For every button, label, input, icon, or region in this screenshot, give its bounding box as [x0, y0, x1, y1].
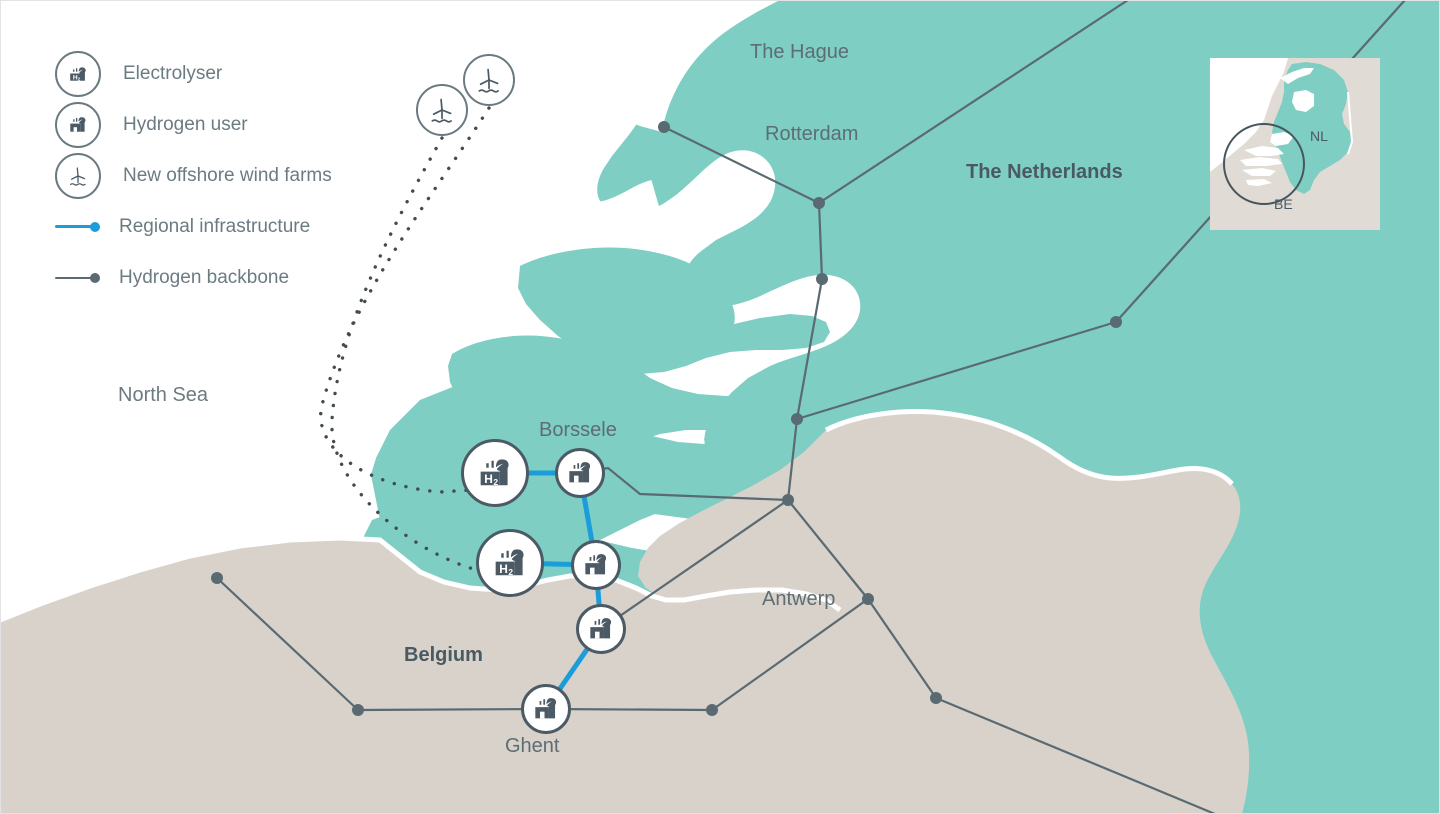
node-moerdijk	[816, 273, 828, 285]
backbone-segment-hoek-rotterdam	[662, 125, 821, 205]
backbone-segment-antwerpw-antwerp	[786, 498, 870, 601]
wind-turbine-icon	[478, 68, 500, 93]
wind-cable-south	[330, 136, 492, 574]
inset-highlight-circle	[1223, 123, 1305, 205]
backbone-segment-moerdijk-bergen	[795, 277, 824, 421]
legend-item-regional-infrastructure[interactable]: Regional infrastructure	[55, 201, 435, 252]
hydrogen-user-icon	[569, 462, 591, 483]
svg-text:H: H	[73, 74, 78, 81]
legend-label-wind-farms: New offshore wind farms	[123, 164, 332, 186]
node-hoek-van-holland	[658, 121, 670, 133]
grey-line-icon	[55, 257, 97, 299]
node-rotterdam	[813, 197, 825, 209]
hydrogen-user-icon	[585, 554, 607, 575]
marker-hydrogen-user-borssele[interactable]	[555, 448, 605, 498]
land-noord-brabant-antwerp	[638, 411, 1250, 814]
land-belgium	[0, 538, 840, 814]
electrolyser-icon: H 2	[480, 459, 509, 487]
legend-item-hydrogen-backbone[interactable]: Hydrogen backbone	[55, 252, 435, 303]
backbone-segment-antwerp-brussels	[866, 597, 938, 700]
marker-wind-farm-south[interactable]	[416, 84, 468, 136]
svg-text:2: 2	[78, 76, 81, 81]
marker-electrolyser-terneuzen[interactable]: H 2	[476, 529, 544, 597]
coast-outline-brabant	[824, 409, 1234, 486]
legend-item-hydrogen-user[interactable]: Hydrogen user	[55, 99, 435, 150]
svg-text:2: 2	[493, 477, 498, 487]
backbone-segment-bergen-brabant	[795, 320, 1118, 421]
inset-nl-belgium-coast	[1270, 132, 1294, 146]
node-brabant-east	[1110, 316, 1122, 328]
backbone-segment-brussels-se	[934, 696, 1217, 814]
inset-wadden-islands	[1280, 68, 1314, 84]
backbone-segment-ghent-ghentw	[356, 707, 548, 712]
islet-oosterschelde	[860, 272, 1003, 314]
island-goeree-overflakkee	[518, 247, 830, 374]
node-antwerp	[862, 593, 874, 605]
islet-veerse-meer-a	[634, 457, 715, 485]
legend-item-electrolyser[interactable]: H 2 Electrolyser	[55, 48, 435, 99]
offshore-wind-connections	[319, 106, 492, 574]
node-ghent-west	[352, 704, 364, 716]
inset-ijsselmeer	[1292, 90, 1314, 112]
wind-turbine-icon	[55, 152, 101, 199]
node-antwerp-west	[782, 494, 794, 506]
node-bergen-op-zoom	[791, 413, 803, 425]
node-coast-belgium	[211, 572, 223, 584]
inset-netherlands	[1272, 62, 1352, 194]
islet-veerse-meer-b	[704, 427, 792, 456]
electrolyser-icon: H 2	[55, 50, 101, 97]
marker-hydrogen-user-ghent[interactable]	[521, 684, 571, 734]
marker-hydrogen-user-zelzate[interactable]	[576, 604, 626, 654]
backbone-segment-rotterdam-moerdijk	[817, 201, 824, 281]
inset-east-border	[1347, 91, 1354, 155]
legend-label-electrolyser: Electrolyser	[123, 62, 223, 84]
hydrogen-user-icon	[535, 698, 557, 719]
hydrogen-user-icon	[590, 618, 612, 639]
wind-cable-north	[319, 106, 491, 494]
wind-turbine-icon	[431, 98, 453, 123]
svg-text:2: 2	[508, 567, 513, 577]
marker-electrolyser-borssele[interactable]: H 2	[461, 439, 529, 507]
backbone-segment-bergen-antwerpw	[786, 417, 799, 502]
svg-text:H: H	[499, 562, 508, 576]
legend-item-wind-farms[interactable]: New offshore wind farms	[55, 150, 435, 201]
sea-white-northsea	[0, 0, 780, 568]
inset-locator-map[interactable]: NL BE	[1210, 58, 1380, 230]
backbone-node-group	[211, 121, 1122, 716]
inset-zeeland	[1240, 146, 1284, 186]
legend-label-hydrogen-user: Hydrogen user	[123, 113, 248, 135]
node-brussels	[930, 692, 942, 704]
electrolyser-icon: H 2	[495, 549, 524, 577]
backbone-segment-antwerp-ghente	[710, 597, 870, 712]
blue-line-icon	[55, 206, 97, 248]
backbone-segment-antwerpw-zelzate	[599, 498, 790, 631]
map-legend: H 2 Electrolyser Hydrogen user	[55, 48, 435, 303]
backbone-segment-ghente-ghent	[544, 707, 714, 712]
legend-label-hydrogen-backbone: Hydrogen backbone	[119, 266, 290, 288]
svg-text:H: H	[484, 472, 493, 486]
backbone-segment-ghentw-coast	[215, 576, 360, 712]
node-ghent-east	[706, 704, 718, 716]
marker-wind-farm-north[interactable]	[463, 54, 515, 106]
inset-map-canvas	[1210, 58, 1380, 230]
legend-label-regional-infrastructure: Regional infrastructure	[119, 215, 311, 237]
backbone-segment-north-offscreen	[817, 0, 1130, 205]
marker-hydrogen-user-terneuzen[interactable]	[571, 540, 621, 590]
hydrogen-user-icon	[55, 101, 101, 148]
